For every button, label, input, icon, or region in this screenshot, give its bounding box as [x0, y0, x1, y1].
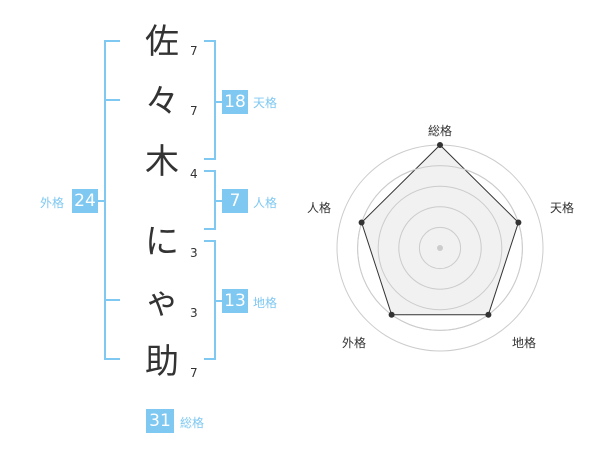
gaikaku-bracket-tick-mid1 [104, 99, 120, 101]
chikaku-label: 地格 [253, 296, 278, 310]
jinkaku-bracket-tick-bottom [204, 228, 216, 230]
radar-point-1 [437, 142, 443, 148]
radar-inner-ring [418, 226, 462, 270]
radar-series-polygon [361, 144, 519, 316]
soukaku-label: 総格 [180, 416, 205, 430]
gaikaku-bracket-connector [96, 200, 104, 202]
jinkaku-bracket-connector [214, 200, 222, 202]
jinkaku-bracket-tick-top [204, 170, 216, 172]
name-char-5: ゃ [145, 282, 179, 322]
gaikaku-bracket-tick-bottom [104, 358, 120, 360]
stroke-count-1: 7 [190, 44, 198, 58]
stroke-count-2: 7 [190, 104, 198, 118]
radar-point-2 [515, 219, 522, 226]
chikaku-bracket-connector [214, 300, 222, 302]
radar-axis-label-gaikaku: 外格 [342, 336, 367, 350]
soukaku-value: 31 [146, 409, 174, 433]
gaikaku-bracket-tick-top [104, 40, 120, 42]
gaikaku-bracket-tick-mid2 [104, 299, 120, 301]
tenkaku-bracket-tick-bottom [204, 158, 216, 160]
radar-axis-label-jinkaku: 人格 [307, 201, 332, 215]
chikaku-bracket-tick-bottom [204, 358, 216, 360]
radar-axis-label-tenkaku: 天格 [550, 201, 575, 215]
tenkaku-label: 天格 [253, 96, 278, 110]
radar-axis-label-soukaku: 総格 [428, 124, 453, 138]
stroke-count-3: 4 [190, 167, 198, 181]
tenkaku-value: 18 [222, 90, 248, 114]
name-char-3: 木 [145, 142, 179, 182]
radar-inner-ring [357, 165, 523, 331]
gaikaku-bracket-line [104, 40, 106, 360]
radar-point-4 [388, 311, 395, 318]
radar-inner-ring [377, 185, 503, 311]
tenkaku-bracket-line [214, 40, 216, 160]
radar-inner-ring [398, 206, 482, 290]
stroke-count-5: 3 [190, 306, 198, 320]
stroke-count-4: 3 [190, 246, 198, 260]
radar-axis-label-chikaku: 地格 [512, 336, 537, 350]
name-char-1: 佐 [145, 22, 179, 62]
stroke-count-6: 7 [190, 366, 198, 380]
gaikaku-value: 24 [72, 189, 98, 213]
jinkaku-label: 人格 [253, 196, 278, 210]
radar-point-3 [485, 311, 492, 318]
tenkaku-bracket-tick-top [204, 40, 216, 42]
name-char-4: に [145, 222, 179, 262]
name-char-6: 助 [145, 342, 179, 382]
radar-center-dot [437, 245, 443, 251]
tenkaku-bracket-connector [214, 101, 222, 103]
chikaku-bracket-tick-top [204, 240, 216, 242]
chikaku-value: 13 [222, 289, 248, 313]
name-char-2: 々 [145, 82, 179, 122]
gaikaku-label: 外格 [40, 196, 65, 210]
radar-point-5 [358, 219, 365, 226]
jinkaku-value: 7 [222, 189, 248, 213]
